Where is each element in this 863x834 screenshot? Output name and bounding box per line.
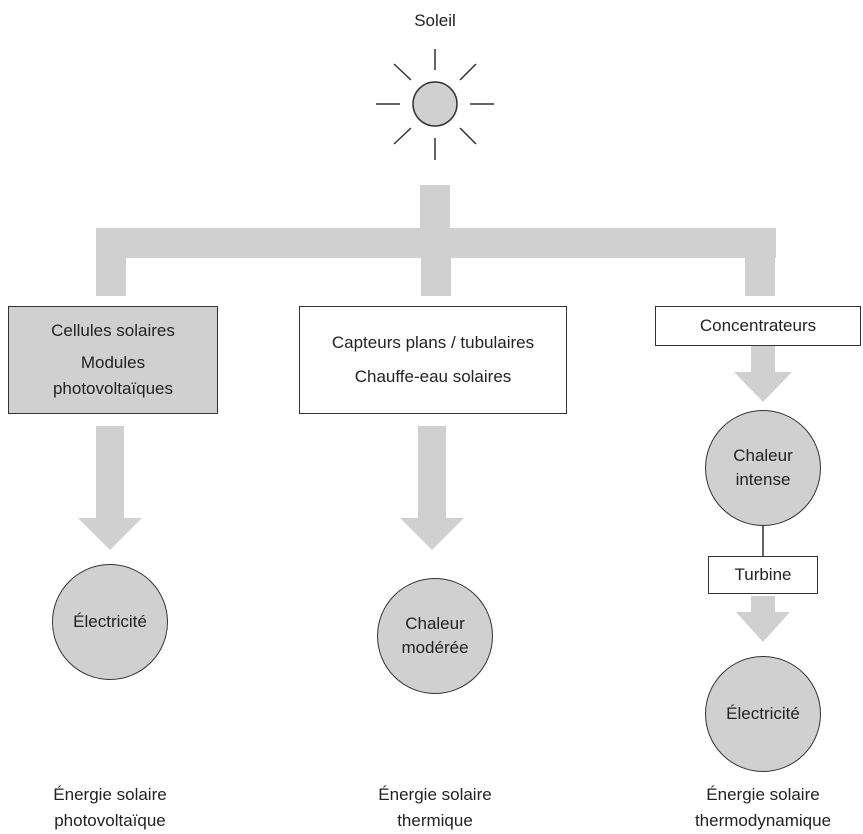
sun-icon <box>376 49 494 160</box>
circle-intense-heat: Chaleur intense <box>705 410 821 526</box>
distribution-bar <box>96 185 776 296</box>
caption-photovoltaic: Énergie solaire photovoltaïque <box>10 782 210 834</box>
circle-line: Chaleur <box>405 614 465 633</box>
box-line: Turbine <box>734 565 792 584</box>
caption-line: Énergie solaire <box>706 785 820 804</box>
caption-thermal: Énergie solaire thermique <box>335 782 535 834</box>
caption-line: Énergie solaire <box>378 785 492 804</box>
circle-line: intense <box>735 470 791 489</box>
circle-line: Électricité <box>726 704 800 723</box>
circle-electricity-thermo: Électricité <box>705 656 821 772</box>
box-line: Concentrateurs <box>699 316 817 335</box>
box-thermal-collectors: Capteurs plans / tubulaires Chauffe-eau … <box>299 306 567 414</box>
caption-line: photovoltaïque <box>54 811 166 830</box>
box-solar-cells: Cellules solaires Modules photovoltaïque… <box>8 306 218 414</box>
box-line: Capteurs plans / tubulaires <box>331 333 535 352</box>
box-line: Modules <box>80 353 146 372</box>
caption-line: thermodynamique <box>694 811 832 830</box>
circle-line: Électricité <box>73 612 147 631</box>
sun-label: Soleil <box>414 11 456 30</box>
arrow-photovoltaic <box>78 426 142 550</box>
caption-line: thermique <box>397 811 473 830</box>
circle-line: Chaleur <box>733 446 793 465</box>
arrow-concentrator <box>734 346 792 402</box>
circle-electricity-pv: Électricité <box>52 564 168 680</box>
box-turbine: Turbine <box>708 556 818 594</box>
box-line: photovoltaïques <box>52 379 174 398</box>
arrow-thermal <box>400 426 464 550</box>
box-line: Cellules solaires <box>51 321 175 340</box>
caption-thermodynamic: Énergie solaire thermodynamique <box>663 782 863 834</box>
circle-line: modérée <box>401 638 469 657</box>
box-line: Chauffe-eau solaires <box>354 367 512 386</box>
caption-line: Énergie solaire <box>53 785 167 804</box>
circle-moderate-heat: Chaleur modérée <box>377 578 493 694</box>
box-concentrators: Concentrateurs <box>655 306 861 346</box>
arrow-turbine <box>736 596 790 642</box>
